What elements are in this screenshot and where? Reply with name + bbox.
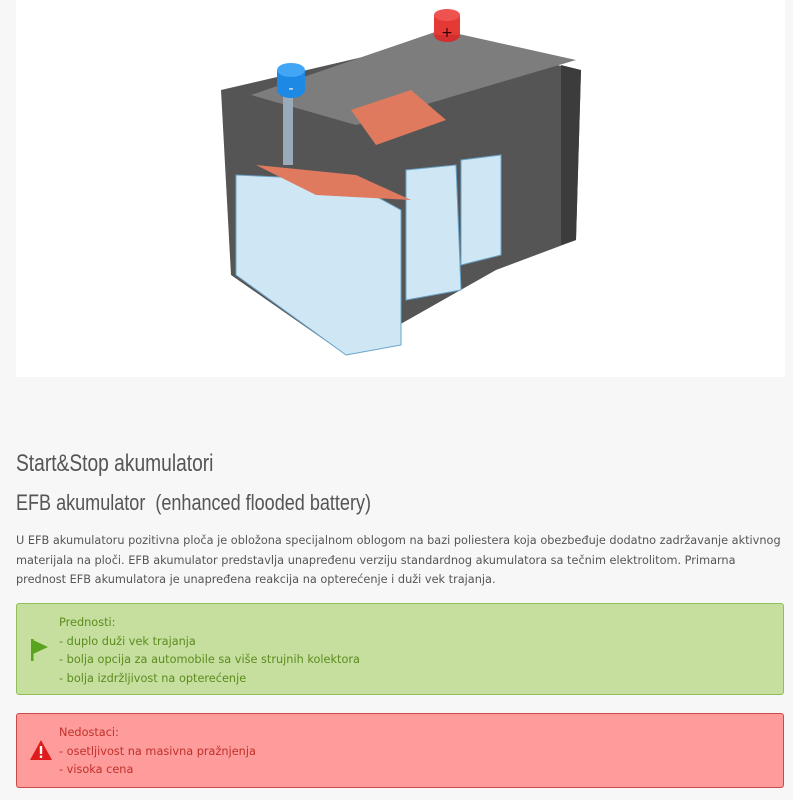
advantage-item: - bolja opcija za automobile sa više str… — [59, 653, 360, 666]
warning-icon — [30, 740, 52, 760]
advantage-item: - bolja izdržljivost na opterećenje — [59, 671, 247, 685]
battery-illustration: - + — [221, 9, 581, 356]
page-title: Start&Stop akumulatori — [16, 450, 214, 477]
positive-terminal: + — [434, 9, 460, 42]
disadvantage-item: - visoka cena — [59, 763, 134, 776]
advantage-item: - duplo duži vek trajanja — [59, 634, 196, 648]
advantages-title: Prednosti: — [59, 616, 116, 629]
svg-text:-: - — [288, 81, 293, 97]
svg-text:+: + — [441, 25, 453, 41]
advantages-alert: Prednosti: - duplo duži vek trajanja - b… — [16, 603, 784, 695]
disadvantage-item: - osetljivost na masivna pražnjenja — [59, 744, 256, 758]
flag-icon — [31, 639, 48, 661]
disadvantages-title: Nedostaci: — [59, 726, 119, 739]
negative-terminal: - — [277, 63, 305, 98]
battery-image: - + — [16, 0, 785, 377]
section-subtitle: EFB akumulator (enhanced flooded battery… — [16, 490, 371, 515]
disadvantages-alert: Nedostaci: - osetljivost na masivna praž… — [16, 713, 784, 788]
description-paragraph: U EFB akumulatoru pozitivna ploča je obl… — [16, 534, 781, 586]
